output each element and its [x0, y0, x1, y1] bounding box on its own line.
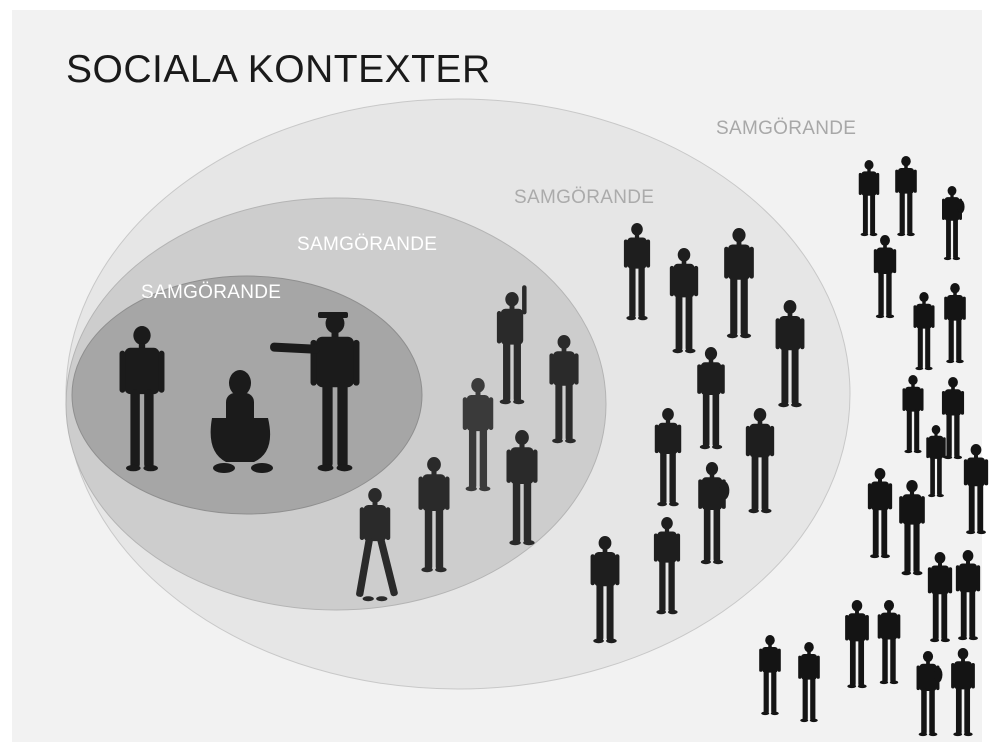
figure-crowd-20	[951, 648, 975, 737]
figure-large-7	[745, 408, 775, 514]
figure-crowd-11	[867, 468, 893, 559]
figure-crowd-15	[845, 600, 869, 689]
figure-crowd-6	[944, 283, 966, 364]
figure-crowd-9	[926, 425, 946, 498]
figure-crowd-14	[955, 550, 981, 641]
figure-crowd-12	[899, 480, 925, 576]
figure-large-5	[697, 347, 725, 450]
figure-standing-man	[119, 326, 165, 472]
figure-crowd-4	[873, 235, 897, 319]
figure-middle-6	[356, 488, 398, 602]
figure-crowd-10	[963, 444, 989, 535]
figure-large-1	[623, 223, 651, 321]
figure-middle-5	[418, 457, 450, 573]
figure-crowd-3	[942, 186, 965, 261]
figure-large-6	[654, 408, 682, 507]
figure-crowd-2	[895, 156, 917, 237]
inner-context-label: SAMGÖRANDE	[141, 282, 282, 303]
figure-crowd-17	[759, 635, 781, 716]
figure-large-9	[653, 517, 681, 615]
people-silhouettes	[119, 156, 989, 737]
figure-crowd-13	[927, 552, 953, 643]
page-title: SOCIALA KONTEXTER	[66, 48, 491, 91]
large-context-label: SAMGÖRANDE	[514, 187, 655, 208]
figure-large-10	[590, 536, 620, 644]
figure-crowd-19	[916, 651, 943, 737]
figure-crowd-5	[913, 292, 935, 371]
figure-middle-2	[549, 335, 579, 444]
figure-crouching-person	[210, 370, 273, 473]
figure-middle-3	[462, 378, 494, 492]
middle-context-label: SAMGÖRANDE	[297, 234, 438, 255]
figure-crowd-7	[902, 375, 924, 454]
context-ellipses	[65, 98, 851, 690]
figure-middle-4	[506, 430, 538, 546]
figure-crowd-8	[941, 377, 965, 460]
figure-crowd-18	[798, 642, 820, 723]
figure-large-2	[669, 248, 699, 354]
figure-large-3	[724, 228, 754, 339]
figure-crowd-1	[858, 160, 880, 237]
figure-large-4	[775, 300, 805, 408]
outer-context-label: SAMGÖRANDE	[716, 118, 857, 139]
figure-large-8	[698, 462, 730, 565]
figure-middle-1	[496, 285, 527, 405]
figure-crowd-16	[877, 600, 901, 685]
figure-pointing-man	[270, 312, 360, 472]
